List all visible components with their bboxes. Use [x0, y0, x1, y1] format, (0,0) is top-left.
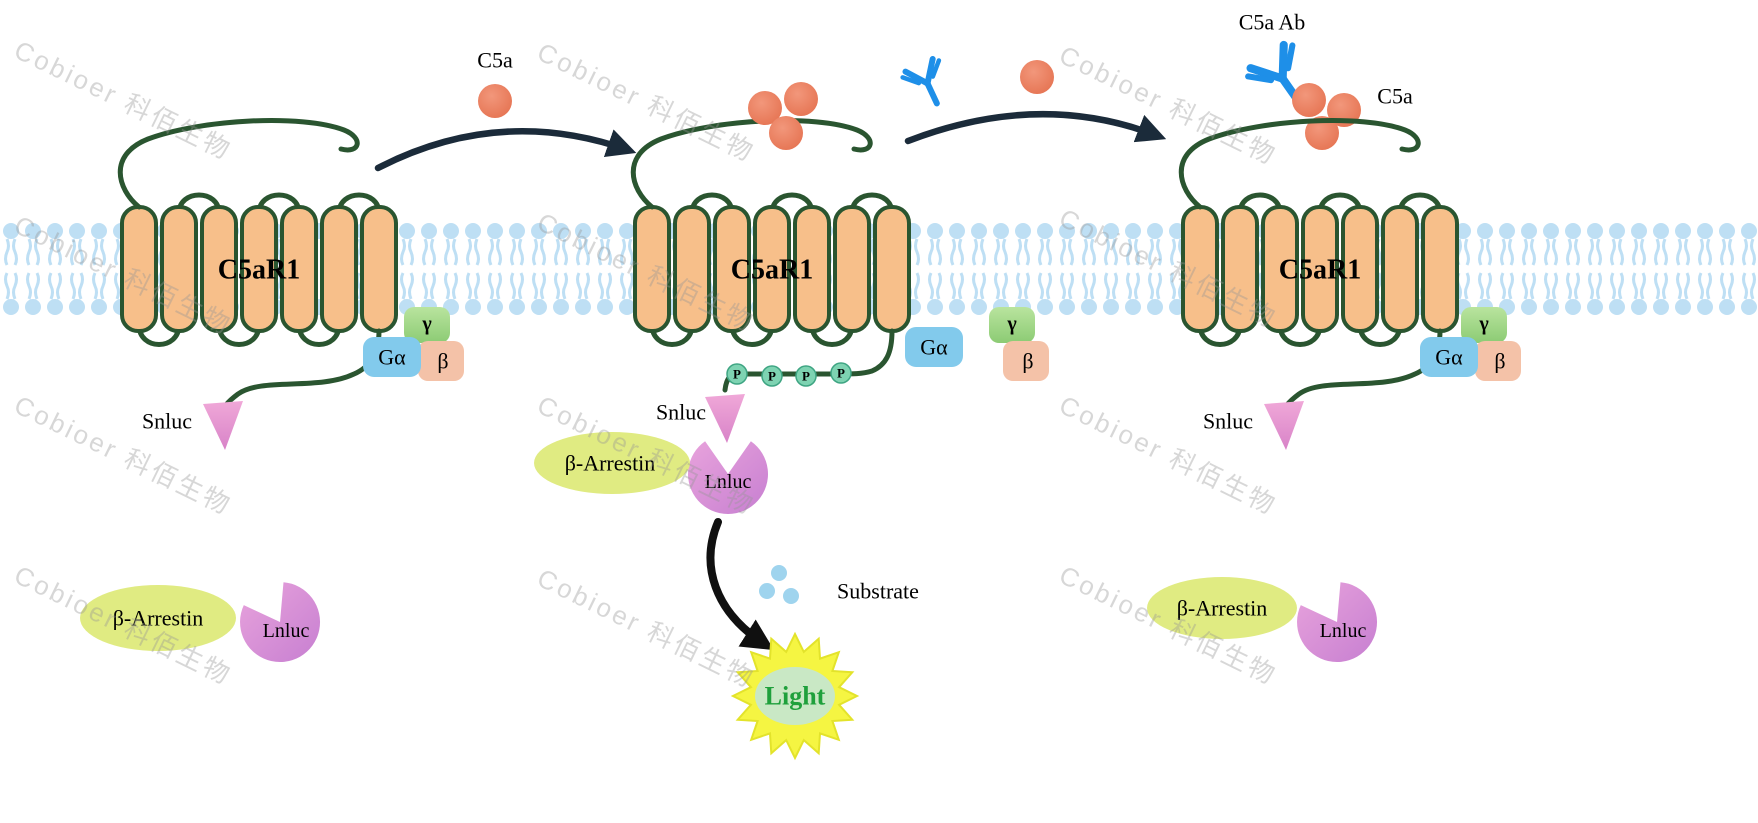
lnluc-label: Lnluc: [263, 620, 310, 642]
g-alpha-subunit: [363, 337, 421, 377]
snluc-label: Snluc: [142, 409, 192, 434]
activation-arrow: [374, 128, 637, 172]
beta-arrestin-label: β-Arrestin: [1177, 596, 1268, 621]
light-label: Light: [765, 682, 826, 711]
phospho-site: [795, 365, 817, 387]
receptor-label: C5aR1: [1279, 255, 1361, 286]
phospho-label: P: [837, 366, 845, 381]
phospho-site: [830, 362, 852, 384]
g-gamma-subunit: [1461, 307, 1507, 343]
c5a-ligand: [748, 91, 782, 125]
snluc-tag: [203, 401, 243, 450]
light-core: [755, 667, 835, 725]
lnluc-fragment: [240, 582, 321, 663]
c5a-ligand: [478, 84, 512, 118]
g-beta-label: β: [1022, 349, 1033, 374]
beta-arrestin-label: β-Arrestin: [565, 451, 656, 476]
g-beta-label: β: [437, 349, 448, 374]
phospho-site: [726, 363, 748, 385]
phospho-label: P: [768, 369, 776, 384]
beta-arrestin: [534, 432, 690, 494]
catalysis-arrow: [706, 518, 775, 651]
c5a-ligand: [1020, 60, 1054, 94]
g-gamma-subunit: [404, 307, 450, 343]
c5a-ligand: [769, 116, 803, 150]
antibody-icon: [901, 57, 955, 112]
snluc-tag: [705, 394, 745, 443]
phospho-label: P: [733, 367, 741, 382]
c5a-ligand: [1292, 83, 1326, 117]
phospho-label: P: [802, 369, 810, 384]
beta-arrestin: [80, 585, 236, 651]
ligand-label: C5a: [477, 48, 513, 73]
receptor-n-terminus: [1181, 120, 1418, 207]
c5a-ligand: [1305, 116, 1339, 150]
g-beta-subunit: [418, 341, 464, 381]
antibody-label: C5a Ab: [1239, 10, 1306, 35]
receptor-n-terminus: [120, 120, 357, 207]
g-alpha-subunit: [905, 327, 963, 367]
g-alpha-subunit: [1420, 337, 1478, 377]
inhibition-arrow: [904, 110, 1167, 145]
substrate-molecule: [783, 588, 799, 604]
g-alpha-label: Gα: [378, 345, 406, 370]
lnluc-label: Lnluc: [705, 471, 752, 493]
c5a-ligand: [784, 82, 818, 116]
phospho-site: [761, 365, 783, 387]
snluc-tag: [1264, 401, 1304, 450]
lnluc-label: Lnluc: [1320, 620, 1367, 642]
receptor-n-terminus: [633, 120, 870, 207]
g-gamma-label: γ: [1006, 313, 1017, 335]
g-gamma-label: γ: [421, 313, 432, 335]
lnluc-fragment: [1297, 582, 1378, 663]
lnluc-fragment: [688, 441, 768, 514]
receptor-label: C5aR1: [218, 255, 300, 286]
snluc-label: Snluc: [1203, 409, 1253, 434]
g-beta-label: β: [1494, 349, 1505, 374]
beta-arrestin-label: β-Arrestin: [113, 606, 204, 631]
substrate-molecule: [759, 583, 775, 599]
beta-arrestin: [1147, 577, 1297, 639]
g-gamma-subunit: [989, 307, 1035, 343]
g-alpha-label: Gα: [920, 335, 948, 360]
ligand-label: C5a: [1377, 84, 1413, 109]
substrate-molecule: [771, 565, 787, 581]
g-beta-subunit: [1475, 341, 1521, 381]
snluc-label: Snluc: [656, 400, 706, 425]
g-alpha-label: Gα: [1435, 345, 1463, 370]
receptor-label: C5aR1: [731, 255, 813, 286]
substrate-label: Substrate: [837, 579, 919, 604]
g-beta-subunit: [1003, 341, 1049, 381]
g-gamma-label: γ: [1478, 313, 1489, 335]
